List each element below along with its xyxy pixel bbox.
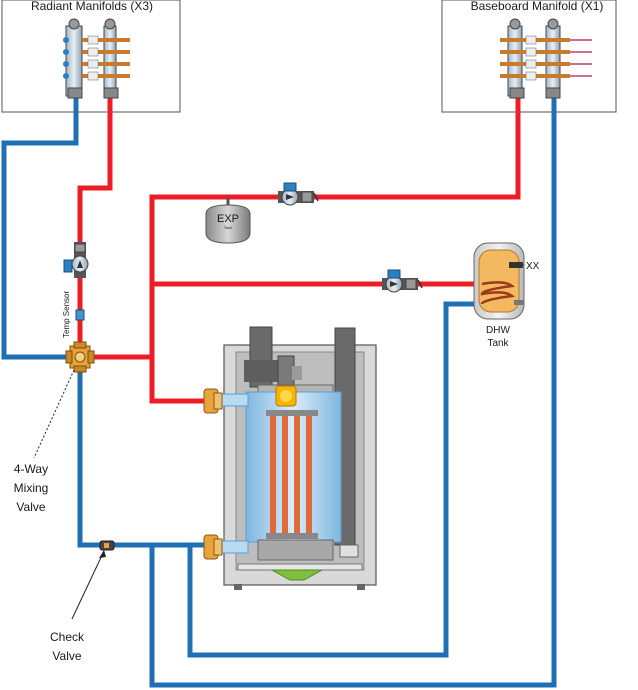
manifold-icon [500,18,592,99]
check-label-2: Valve [52,649,81,663]
mixing-label-1: 4-Way [14,462,48,476]
boiler-return-fitting [203,534,223,560]
check-valve-arrowhead [99,550,106,558]
circulator-pump-icon [278,182,319,206]
manifold-icon [63,18,130,99]
circulator-pump-icon [63,242,89,278]
expansion-tank-icon: EXP Tank [205,197,251,244]
mixing-label-3: Valve [16,500,45,514]
xx-label: XX [526,261,540,272]
exp-sublabel: Tank [224,225,232,230]
temp-sensor-icon [75,309,85,321]
dhw-tank-icon [473,242,525,320]
check-valve-icon [99,540,115,551]
dhw-label-2: Tank [487,338,509,349]
exp-label: EXP [217,213,239,225]
boiler-icon[interactable] [219,326,377,590]
dhw-label-1: DHW [486,325,510,336]
mixing-label-2: Mixing [14,481,49,495]
return-piping [1,98,557,688]
check-label-1: Check [50,630,85,644]
radiant-manifolds-label: Radiant Manifolds (X3) [31,0,153,13]
mixing-valve-leader [33,369,75,459]
baseboard-manifold-label: Baseboard Manifold (X1) [471,0,604,13]
circulator-pump-icon [382,269,423,293]
check-valve-leader [71,550,105,620]
mixing-valve-icon[interactable] [65,341,95,373]
temp-sensor-label: Temp Sensor [62,291,71,338]
boiler-supply-fitting [203,388,223,414]
